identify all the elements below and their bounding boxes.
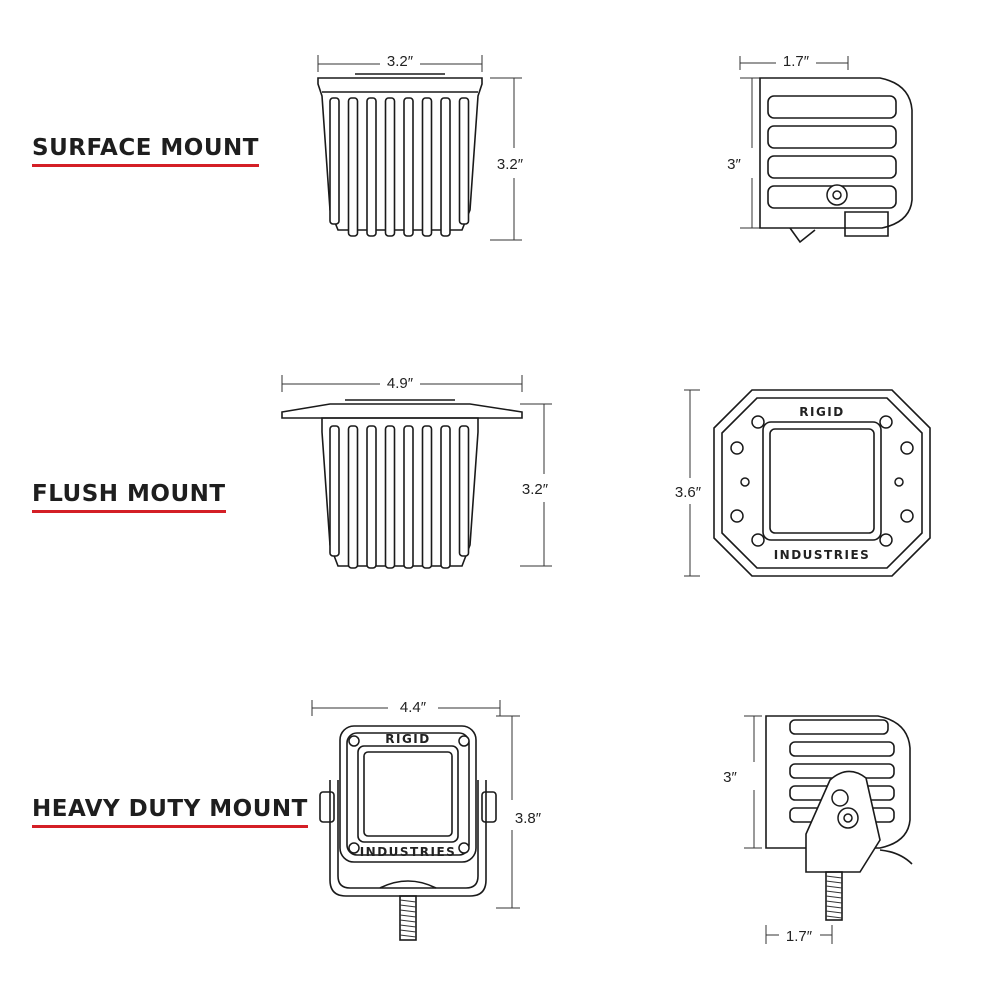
heavy-side-height-dim: 3″ [723,769,737,786]
cooling-fin [329,97,340,225]
bolt-thread [399,899,417,903]
flush-mount-underline [32,510,226,513]
cooling-fin [329,425,340,557]
bolt-thread [399,919,417,923]
bolt-thread [825,905,843,909]
flush-face-height-dim: 3.6″ [675,484,702,501]
bolt-thread [825,910,843,914]
bolt-thread [825,890,843,894]
bolt-thread [825,915,843,919]
heavy-duty-mount-label: HEAVY DUTY MOUNT [32,796,308,828]
flush-mount-label: FLUSH MOUNT [32,481,226,513]
surface-side-height-dim: 3″ [727,156,741,173]
bolt-thread [399,929,417,933]
surface-mount-underline [32,164,259,167]
heavy-duty-mount-title: HEAVY DUTY MOUNT [32,796,308,822]
bolt-thread [399,924,417,928]
heavy-duty-mount-front-view: 4.4″ 3.8″ RIGID INDUSTRIES [311,699,542,941]
bolt-thread [825,900,843,904]
cooling-fin [347,425,359,569]
cooling-fin [403,425,414,569]
flush-mount-title: FLUSH MOUNT [32,481,226,507]
cooling-fin [440,425,451,569]
heavy-duty-mount-side-view: 3″ 1.7″ [723,715,913,945]
cooling-fin [458,425,470,557]
flush-mount-front-view: 4.9″ 3.2″ [281,375,552,569]
surface-mount-side-view: 1.7″ 3″ [727,53,913,244]
flush-brand-top: RIGID [799,405,844,419]
surface-mount-label: SURFACE MOUNT [32,135,259,167]
cooling-fin [384,97,396,237]
bolt-thread [399,934,417,938]
flush-front-width-dim: 4.9″ [387,375,414,392]
bolt-thread [825,880,843,884]
cooling-fin [421,425,433,569]
cooling-fin [384,425,396,569]
surface-mount-front-view: 3.2″ 3.2″ [317,53,524,241]
cooling-fin [421,97,433,237]
heavy-brand-top: RIGID [385,732,430,746]
heavy-duty-mount-underline [32,825,308,828]
surface-mount-title: SURFACE MOUNT [32,135,259,161]
heavy-brand-bottom: INDUSTRIES [360,845,457,859]
surface-side-depth-dim: 1.7″ [783,53,810,70]
cooling-fin [366,425,377,569]
cooling-fin [347,97,359,237]
flush-brand-bottom: INDUSTRIES [774,548,871,562]
heavy-front-width-dim: 4.4″ [400,699,427,716]
bolt-thread [399,904,417,908]
cooling-fin [366,97,377,237]
bolt-thread [825,885,843,889]
heavy-side-depth-dim: 1.7″ [786,928,813,945]
flush-front-height-dim: 3.2″ [522,481,549,498]
cooling-fin [458,97,470,225]
flush-mount-face-view: 3.6″ RIGID INDUSTRIES [675,389,931,577]
bolt-thread [825,895,843,899]
cooling-fin [403,97,414,237]
bolt-thread [399,914,417,918]
surface-front-height-dim: 3.2″ [497,156,524,173]
bolt-thread [825,875,843,879]
heavy-front-height-dim: 3.8″ [515,810,542,827]
bolt-thread [399,909,417,913]
surface-front-width-dim: 3.2″ [387,53,414,70]
cooling-fin [440,97,451,237]
